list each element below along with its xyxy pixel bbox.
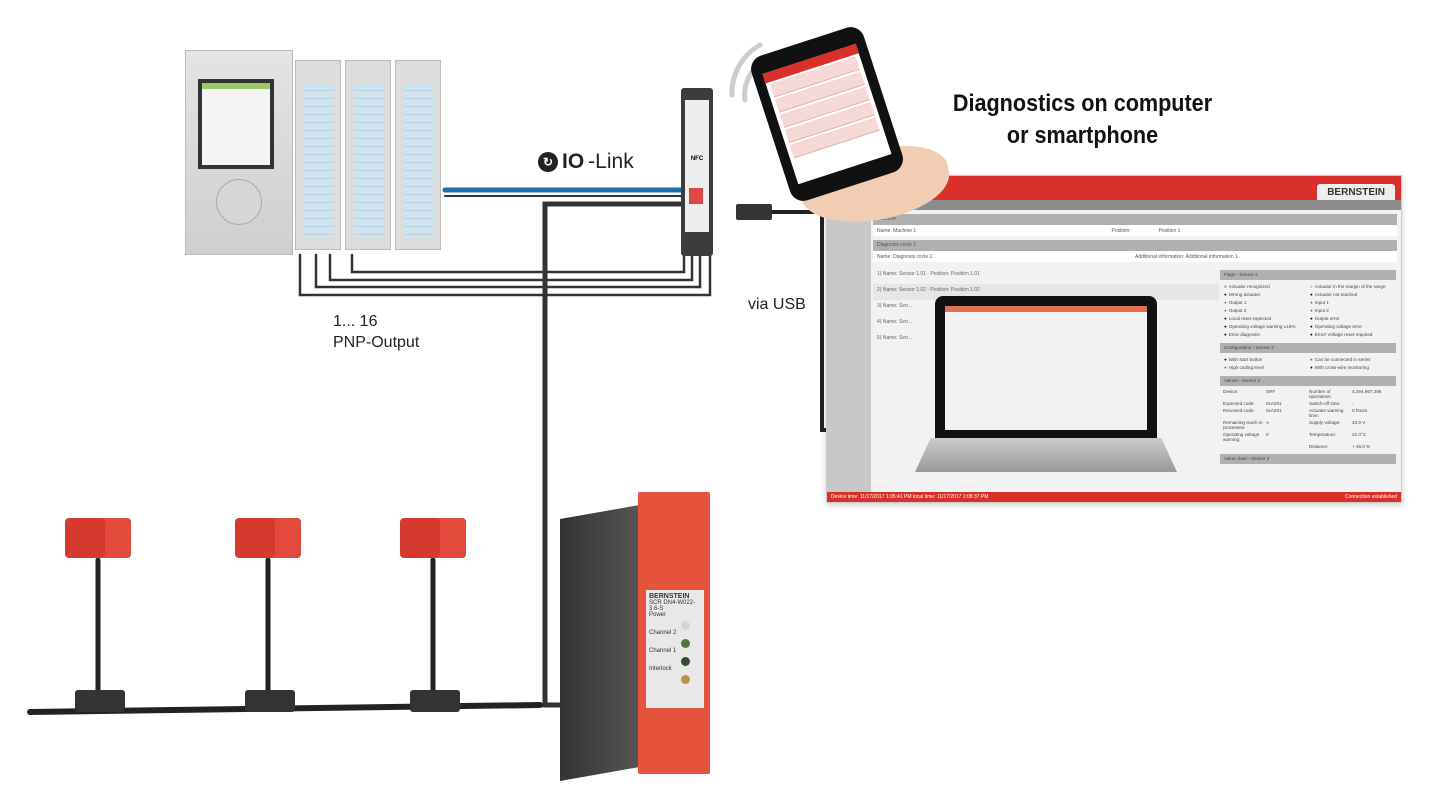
value-cell: ∞ bbox=[1266, 420, 1270, 425]
status-flag: Error diagnosis bbox=[1224, 332, 1306, 337]
value-cell bbox=[1266, 444, 1307, 449]
nfc-icon: NFC bbox=[690, 156, 704, 162]
value-cell: Received code: bbox=[1223, 408, 1255, 413]
safety-sensor bbox=[235, 518, 301, 558]
sensor-number: 5) bbox=[877, 335, 882, 341]
status-flag: Operating voltage error bbox=[1310, 324, 1392, 329]
iolink-logo: ↻ IO-Link bbox=[538, 150, 634, 174]
status-flag: Actuator not teached bbox=[1310, 292, 1392, 297]
value-cell: Switch-off time: bbox=[1309, 401, 1341, 406]
status-flag: Output error bbox=[1310, 316, 1392, 321]
value-cell: 0 hours bbox=[1352, 408, 1368, 413]
pnp-output-label: PNP-Output bbox=[333, 334, 420, 351]
status-flag: Input 2 bbox=[1310, 308, 1392, 313]
value-cell: Expected code: bbox=[1223, 401, 1255, 406]
diagnosis-circle-section: Diagnosis circle 1 Name: Diagnosis circl… bbox=[873, 240, 1397, 262]
t-connector bbox=[410, 690, 460, 712]
value-cell: 4,294,967,295 bbox=[1352, 389, 1382, 394]
led-label: Channel 1 bbox=[649, 648, 677, 654]
laptop bbox=[935, 296, 1157, 440]
led-indicator bbox=[681, 657, 690, 666]
sensor-detail-panel: Flags › Sensor 2 Actuator recognizedActu… bbox=[1220, 268, 1396, 464]
status-flag: Output 1 bbox=[1224, 300, 1306, 305]
headline: Diagnostics on computer or smartphone bbox=[952, 90, 1213, 149]
sensor-text: Name: Sen... bbox=[882, 319, 913, 325]
sensor-number: 2) bbox=[877, 287, 882, 293]
value-cell: Device: bbox=[1223, 389, 1239, 394]
sensor-bus-cable bbox=[542, 201, 688, 708]
value-cell: 0xA201 bbox=[1266, 408, 1282, 413]
sensor-text: Name: Sen... bbox=[882, 335, 913, 341]
sensor-number: 4) bbox=[877, 319, 882, 325]
led-indicator bbox=[681, 621, 690, 630]
status-flag: Actuator recognized bbox=[1224, 284, 1306, 289]
value-cell: 22.4°C bbox=[1352, 432, 1367, 437]
sensor-list-item[interactable]: 4) Name: Sen... bbox=[873, 316, 1219, 332]
status-flag: Output 2 bbox=[1224, 308, 1306, 313]
value-cell: + 46.0 % bbox=[1352, 444, 1371, 449]
t-connector bbox=[75, 690, 125, 712]
via-usb-label: via USB bbox=[748, 296, 806, 313]
iolink-icon: ↻ bbox=[538, 152, 558, 172]
value-cell bbox=[1223, 444, 1264, 449]
value-cell: SRF bbox=[1266, 389, 1276, 394]
value-cell: - bbox=[1352, 401, 1354, 406]
bernstein-logo: BERNSTEIN bbox=[1317, 184, 1395, 201]
status-flag: Error! Voltage reset required bbox=[1310, 332, 1392, 337]
status-flag: With start button bbox=[1224, 357, 1306, 362]
led-label: Interlock bbox=[649, 666, 672, 672]
status-flag: Can be connected in series bbox=[1310, 357, 1392, 362]
safety-sensor bbox=[400, 518, 466, 558]
sensor-text: Name: Sen... bbox=[882, 303, 913, 309]
led-indicator bbox=[681, 675, 690, 684]
status-flag: Actuator in the margin of the range bbox=[1310, 284, 1392, 289]
dip-switch bbox=[689, 188, 703, 204]
iolink-gateway: NFC bbox=[681, 88, 713, 256]
value-cell: Actuator warning time: bbox=[1309, 408, 1344, 418]
status-flag: Local reset expected bbox=[1224, 316, 1306, 321]
value-cell: 0xA201 bbox=[1266, 401, 1282, 406]
value-cell: Distance: bbox=[1309, 444, 1329, 449]
usb-plug bbox=[736, 204, 772, 220]
sidebar bbox=[827, 200, 871, 492]
pnp-output-wires bbox=[298, 253, 712, 297]
sensor-text: Name: Sensor 1.01 · Position: Position 1… bbox=[882, 271, 980, 277]
value-cell: Supply voltage: bbox=[1309, 420, 1341, 425]
led-label: Power bbox=[649, 612, 667, 618]
led-indicator bbox=[681, 639, 690, 648]
t-connector bbox=[245, 690, 295, 712]
sensor-list-item[interactable]: 5) Name: Sen... bbox=[873, 332, 1219, 348]
sensor-number: 1) bbox=[877, 271, 882, 277]
value-cell: Remaining teach-in processes: bbox=[1223, 420, 1263, 430]
status-flag: Input 1 bbox=[1310, 300, 1392, 305]
led-label: Channel 2 bbox=[649, 630, 677, 636]
status-bar: Device time: 11/17/2017 1:05:41 PM local… bbox=[827, 492, 1401, 502]
value-cell: 0 bbox=[1266, 432, 1269, 437]
status-flag: Operating voltage warning ±15% bbox=[1224, 324, 1306, 329]
value-cell: Number of operations: bbox=[1309, 389, 1332, 399]
safety-sensor bbox=[65, 518, 131, 558]
sensor-number: 3) bbox=[877, 303, 882, 309]
sensor-text: Name: Sensor 1.02 · Position: Position 1… bbox=[882, 287, 980, 293]
status-flag: Wrong actuator bbox=[1224, 292, 1306, 297]
pnp-range-label: 1... 16 bbox=[333, 313, 378, 330]
sensor-drop-cables bbox=[95, 557, 436, 693]
laptop-base bbox=[915, 438, 1177, 472]
status-flag: With cross-wire monitoring bbox=[1310, 365, 1392, 370]
sensor-list-item[interactable]: 3) Name: Sen... bbox=[873, 300, 1219, 316]
status-flag: High coding level bbox=[1224, 365, 1306, 370]
value-cell: 23.9 V bbox=[1352, 420, 1366, 425]
value-cell: Temperature: bbox=[1309, 432, 1337, 437]
sensor-list-item[interactable]: 1) Name: Sensor 1.01 · Position: Positio… bbox=[873, 268, 1219, 284]
value-cell: Operating voltage warning: bbox=[1223, 432, 1260, 442]
plc-controller bbox=[185, 50, 447, 255]
